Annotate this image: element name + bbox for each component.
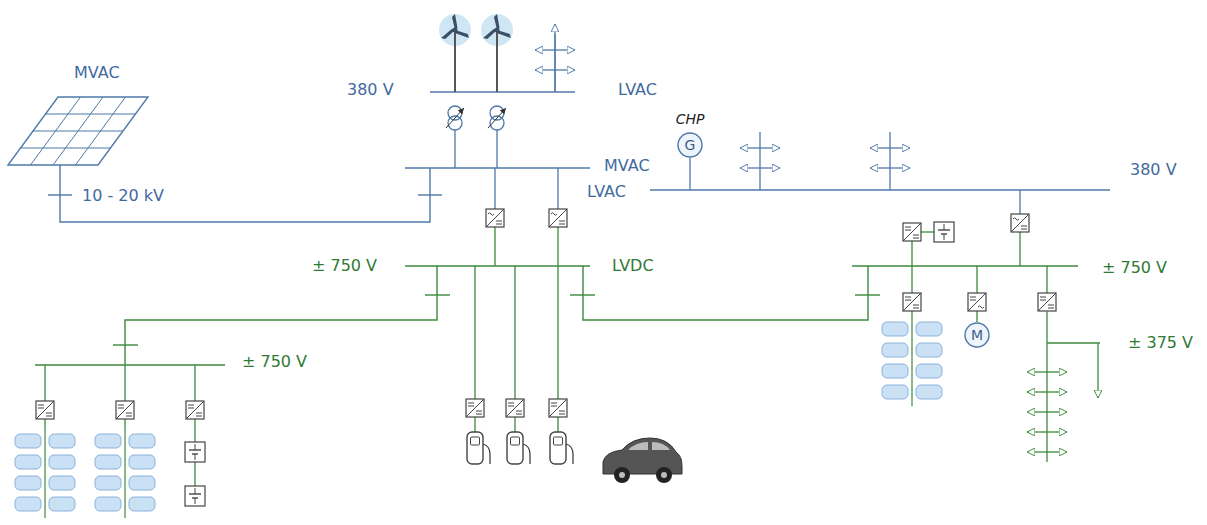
mvac-bus: [405, 168, 590, 266]
mvac-label: MVAC: [72, 63, 122, 83]
pv-field: [8, 97, 148, 165]
bus-label: LVAC: [616, 80, 659, 100]
voltage-label: 380 V: [345, 80, 396, 100]
circle-shape: [965, 323, 989, 347]
pv-battery-dc-bus: [15, 365, 225, 518]
voltage-label: ± 375 V: [1126, 333, 1195, 353]
circle-shape: [678, 133, 702, 157]
mvac-feeder: [48, 165, 442, 222]
voltage-label: ± 750 V: [310, 256, 379, 276]
wind-lvac: [430, 14, 575, 168]
voltage-label: ± 750 V: [240, 352, 309, 372]
bus-label: LVAC: [585, 182, 628, 202]
generator-circle: CHPG: [677, 132, 703, 158]
unit-heading: CHP: [676, 111, 705, 127]
voltage-label: ± 750 V: [1100, 258, 1169, 278]
chp-lvac-bus: [650, 132, 1110, 266]
bus-label: LVDC: [610, 256, 656, 276]
electric-car: [603, 438, 682, 483]
voltage-label: 10 - 20 kV: [80, 186, 166, 206]
ev-chargers: [466, 266, 573, 464]
motor-circle: M: [964, 322, 990, 348]
right-dc-bus: [852, 222, 1100, 462]
voltage-label: 380 V: [1128, 160, 1179, 180]
symbol-letter: M: [971, 327, 983, 343]
lvdc-bus: [113, 266, 880, 365]
bus-label: MVAC: [602, 156, 652, 176]
symbol-letter: G: [685, 137, 696, 153]
